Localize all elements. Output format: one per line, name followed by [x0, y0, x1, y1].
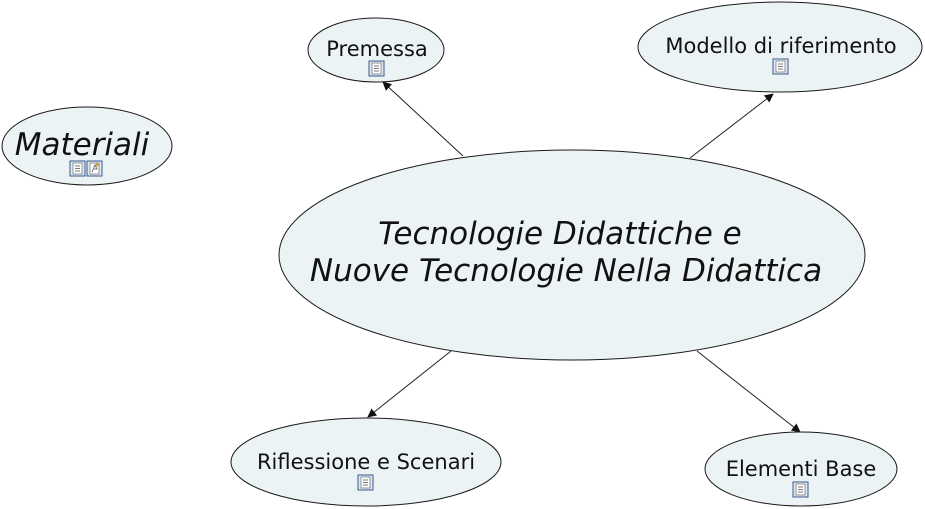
document-icon[interactable] — [792, 481, 809, 498]
concept-node-elementi-base[interactable]: Elementi Base — [704, 431, 898, 507]
edge-central-modello — [689, 93, 774, 159]
concept-label-elementi: Elementi Base — [726, 457, 877, 481]
edge-central-premessa — [382, 81, 464, 157]
concept-label-modello: Modello di riferimento — [665, 34, 896, 58]
document-icon[interactable] — [357, 474, 374, 491]
concept-label-riflessione: Riflessione e Scenari — [257, 450, 475, 474]
concept-label-premessa: Premessa — [326, 37, 428, 61]
document-icon[interactable] — [69, 160, 86, 177]
central-concept-line-2: Nuove Tecnologie Nella Didattica — [310, 253, 822, 289]
document-icon[interactable] — [772, 58, 789, 75]
concept-node-modello-di-riferimento[interactable]: Modello di riferimento — [637, 1, 923, 93]
link-icon[interactable] — [86, 160, 103, 177]
concept-node-premessa[interactable]: Premessa — [307, 17, 445, 83]
concept-label-materiali: Materiali — [15, 127, 150, 163]
central-concept-node[interactable]: Tecnologie Didattiche e Nuove Tecnologie… — [278, 149, 866, 361]
edge-central-elementi — [696, 350, 801, 433]
connections — [367, 81, 801, 433]
concept-node-materiali[interactable]: Materiali — [1, 106, 173, 186]
edge-central-riflessione — [367, 350, 452, 418]
central-concept-line-1: Tecnologie Didattiche e — [378, 216, 741, 252]
document-icon[interactable] — [368, 60, 385, 77]
concept-node-riflessione-e-scenari[interactable]: Riflessione e Scenari — [230, 417, 502, 507]
